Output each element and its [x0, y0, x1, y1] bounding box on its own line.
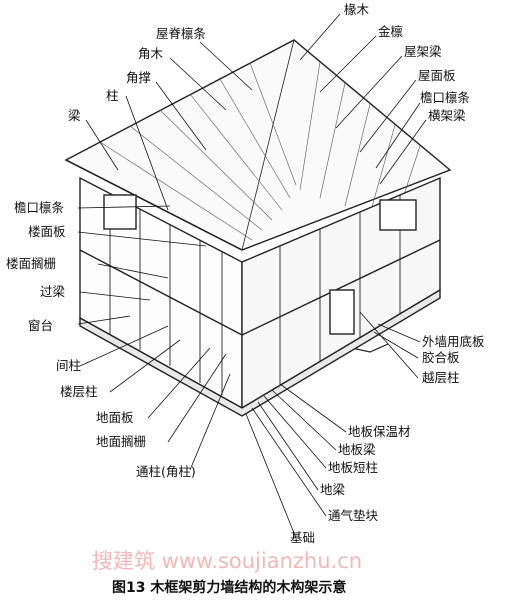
label-brace: 角撑	[126, 70, 152, 85]
figure-caption: 图13 木框架剪力墙结构的木构架示意	[112, 579, 346, 596]
left-labels: 檐口檩条 楼面板 楼面搁栅 过梁 窗台 间柱 楼层柱 地面板 地面搁栅 通柱(角…	[6, 200, 196, 479]
label-floor-panel: 楼面板	[28, 224, 66, 239]
label-multi-story-post: 越层柱	[422, 370, 460, 385]
roof-rafters	[99, 61, 421, 241]
label-wall-sheathing: 外墙用底板	[422, 334, 485, 349]
label-lintel: 过梁	[40, 284, 66, 299]
label-purlin: 金檩	[378, 24, 403, 39]
right-labels: 外墙用底板 胶合板 越层柱 地板保温材 地板梁 地板短柱 地梁 通气垫块 基础	[290, 334, 485, 545]
label-window-sill: 窗台	[28, 318, 53, 333]
house-drawing	[64, 39, 452, 417]
label-stud: 间柱	[56, 358, 81, 373]
label-post: 柱	[106, 88, 119, 103]
leader-lines	[77, 13, 427, 539]
label-ground-panel: 地面板	[96, 410, 134, 425]
label-ground-beam: 地梁	[320, 482, 346, 497]
label-corner-post: 通柱(角柱)	[136, 464, 196, 479]
label-hip-rafter: 角木	[138, 46, 164, 61]
label-floor-insulation: 地板保温材	[348, 424, 411, 439]
label-plywood: 胶合板	[422, 350, 460, 365]
label-floor-post: 楼层柱	[60, 384, 98, 399]
window-left	[103, 194, 137, 230]
label-foundation: 基础	[290, 530, 315, 545]
label-floor-joist: 楼面搁栅	[6, 256, 56, 271]
label-eave-purlin: 檐口檩条	[420, 90, 471, 105]
label-cross-beam: 横架梁	[428, 108, 466, 123]
label-beam: 梁	[68, 108, 81, 123]
label-floor-short-post: 地板短柱	[328, 460, 378, 475]
door-right	[329, 289, 355, 335]
label-floor-beam: 地板梁	[338, 442, 376, 457]
label-rafter: 椽木	[344, 2, 370, 17]
label-roof-beam: 屋架梁	[404, 44, 442, 59]
window-right	[379, 199, 417, 231]
label-ground-joist: 地面搁栅	[96, 434, 146, 449]
label-vent-spacer: 通气垫块	[328, 508, 379, 523]
foundation	[79, 288, 441, 417]
top-labels: 屋脊檩条 椽木 角木 金檩 角撑 屋架梁 柱 屋面板 檐口檩条 横架梁 梁	[68, 2, 471, 123]
label-ridge-purlin: 屋脊檩条	[156, 26, 207, 41]
label-eave-purlin-left: 檐口檩条	[14, 200, 65, 215]
label-roof-panel: 屋面板	[418, 68, 456, 83]
watermark: 搜建筑 www.soujianzhu.cn	[92, 549, 362, 573]
